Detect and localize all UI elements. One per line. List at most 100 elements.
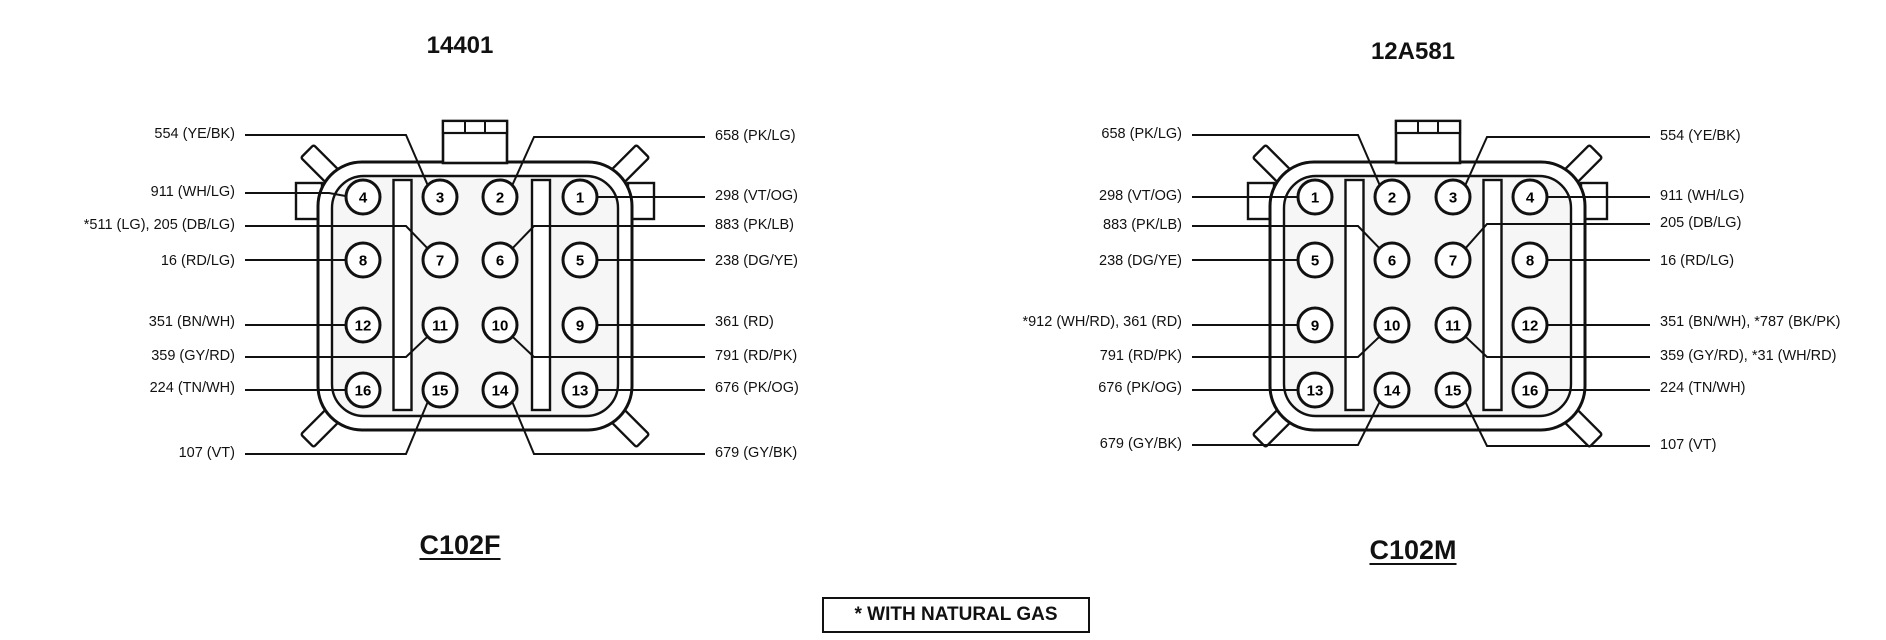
pin-number-3: 3 <box>1449 190 1457 207</box>
pin-11 <box>421 306 459 344</box>
pin-number-13: 13 <box>1307 383 1324 400</box>
wire-label-pin-4: 911 (WH/LG) <box>150 184 235 200</box>
pin-5 <box>1296 241 1334 279</box>
pin-number-14: 14 <box>492 383 509 400</box>
pin-number-6: 6 <box>1388 253 1396 270</box>
pin-number-4: 4 <box>359 190 368 207</box>
pin-1 <box>1296 178 1334 216</box>
wire-label-pin-2: 658 (PK/LG) <box>1101 126 1182 142</box>
pin-15 <box>421 371 459 409</box>
pin-number-16: 16 <box>355 383 372 400</box>
wire-label-pin-3: 554 (YE/BK) <box>1660 128 1741 144</box>
pin-number-9: 9 <box>1311 318 1319 335</box>
pin-number-14: 14 <box>1384 383 1401 400</box>
pin-15 <box>1434 371 1472 409</box>
pin-number-16: 16 <box>1522 383 1539 400</box>
pin-3 <box>1434 178 1472 216</box>
wire-lead <box>245 400 429 455</box>
pin-13 <box>1296 371 1334 409</box>
wire-label-pin-11: 359 (GY/RD), *31 (WH/RD) <box>1660 348 1837 364</box>
wire-label-pin-13: 676 (PK/OG) <box>1098 380 1182 396</box>
wire-label-pin-1: 298 (VT/OG) <box>715 188 798 204</box>
pin-number-5: 5 <box>1311 253 1319 270</box>
pin-7 <box>1434 241 1472 279</box>
wire-lead <box>1464 223 1650 250</box>
wire-label-pin-14: 679 (GY/BK) <box>715 445 798 461</box>
wire-label-pin-8: 16 (RD/LG) <box>160 253 235 269</box>
wire-label-pin-7: *511 (LG), 205 (DB/LG) <box>83 217 235 233</box>
pin-number-12: 12 <box>355 318 372 335</box>
wire-label-pin-9: *912 (WH/RD), 361 (RD) <box>1022 314 1182 330</box>
keying-bar <box>1344 178 1365 412</box>
pin-number-9: 9 <box>576 318 584 335</box>
pin-16 <box>1511 371 1549 409</box>
pin-number-2: 2 <box>496 190 504 207</box>
wire-label-pin-10: 791 (RD/PK) <box>715 348 798 364</box>
wire-lead <box>1192 134 1381 187</box>
wire-label-pin-11: 359 (GY/RD) <box>151 348 235 364</box>
pin-number-15: 15 <box>432 383 449 400</box>
pin-14 <box>481 371 519 409</box>
pin-11 <box>1434 306 1472 344</box>
pin-8 <box>1511 241 1549 279</box>
wire-label-pin-15: 107 (VT) <box>1660 437 1717 453</box>
wire-label-pin-13: 676 (PK/OG) <box>715 380 799 396</box>
wire-label-pin-12: 351 (BN/WH), *787 (BK/PK) <box>1660 314 1841 330</box>
pin-number-2: 2 <box>1388 190 1396 207</box>
pin-13 <box>561 371 599 409</box>
wire-label-pin-4: 911 (WH/LG) <box>1660 188 1745 204</box>
wire-label-pin-15: 107 (VT) <box>178 445 235 461</box>
wire-label-pin-3: 554 (YE/BK) <box>154 126 235 142</box>
pin-8 <box>344 241 382 279</box>
wire-lead <box>511 136 705 187</box>
pin-6 <box>481 241 519 279</box>
wire-label-pin-12: 351 (BN/WH) <box>148 314 235 330</box>
connector-a-name: C102F <box>419 530 501 560</box>
wire-lead <box>1464 335 1650 358</box>
latch-cap <box>1394 119 1462 135</box>
connector-b-name: C102M <box>1369 535 1457 565</box>
pin-6 <box>1373 241 1411 279</box>
pin-9 <box>1296 306 1334 344</box>
pin-3 <box>421 178 459 216</box>
wire-lead <box>1192 335 1381 358</box>
pin-12 <box>1511 306 1549 344</box>
wire-lead <box>1192 400 1381 446</box>
wire-label-pin-16: 224 (TN/WH) <box>1660 380 1746 396</box>
pin-7 <box>421 241 459 279</box>
pin-1 <box>561 178 599 216</box>
wire-lead <box>1464 400 1650 447</box>
natural-gas-note: * WITH NATURAL GAS <box>822 597 1090 633</box>
pin-10 <box>481 306 519 344</box>
wire-label-pin-14: 679 (GY/BK) <box>1099 436 1182 452</box>
pin-12 <box>344 306 382 344</box>
pin-number-3: 3 <box>436 190 444 207</box>
wire-lead <box>1192 225 1381 250</box>
wire-lead <box>511 335 705 358</box>
wire-lead <box>1464 136 1650 187</box>
wire-label-pin-5: 238 (DG/YE) <box>715 253 798 269</box>
pin-number-11: 11 <box>432 318 448 335</box>
pin-number-6: 6 <box>496 253 504 270</box>
pin-number-7: 7 <box>1449 253 1457 270</box>
wire-label-pin-6: 883 (PK/LB) <box>1103 217 1182 233</box>
pin-number-5: 5 <box>576 253 584 270</box>
pin-5 <box>561 241 599 279</box>
keying-bar <box>392 178 413 412</box>
wire-lead <box>511 225 705 250</box>
connector-b-part-number: 12A581 <box>1370 38 1456 65</box>
wire-label-pin-1: 298 (VT/OG) <box>1099 188 1182 204</box>
pin-number-1: 1 <box>1311 190 1319 207</box>
wire-label-pin-8: 16 (RD/LG) <box>1660 253 1735 269</box>
wire-label-pin-9: 361 (RD) <box>715 314 774 330</box>
pin-number-1: 1 <box>576 190 584 207</box>
pin-number-4: 4 <box>1526 190 1535 207</box>
wire-lead <box>245 192 352 198</box>
pin-number-12: 12 <box>1522 318 1539 335</box>
pin-14 <box>1373 371 1411 409</box>
wire-label-pin-5: 238 (DG/YE) <box>1099 253 1182 269</box>
